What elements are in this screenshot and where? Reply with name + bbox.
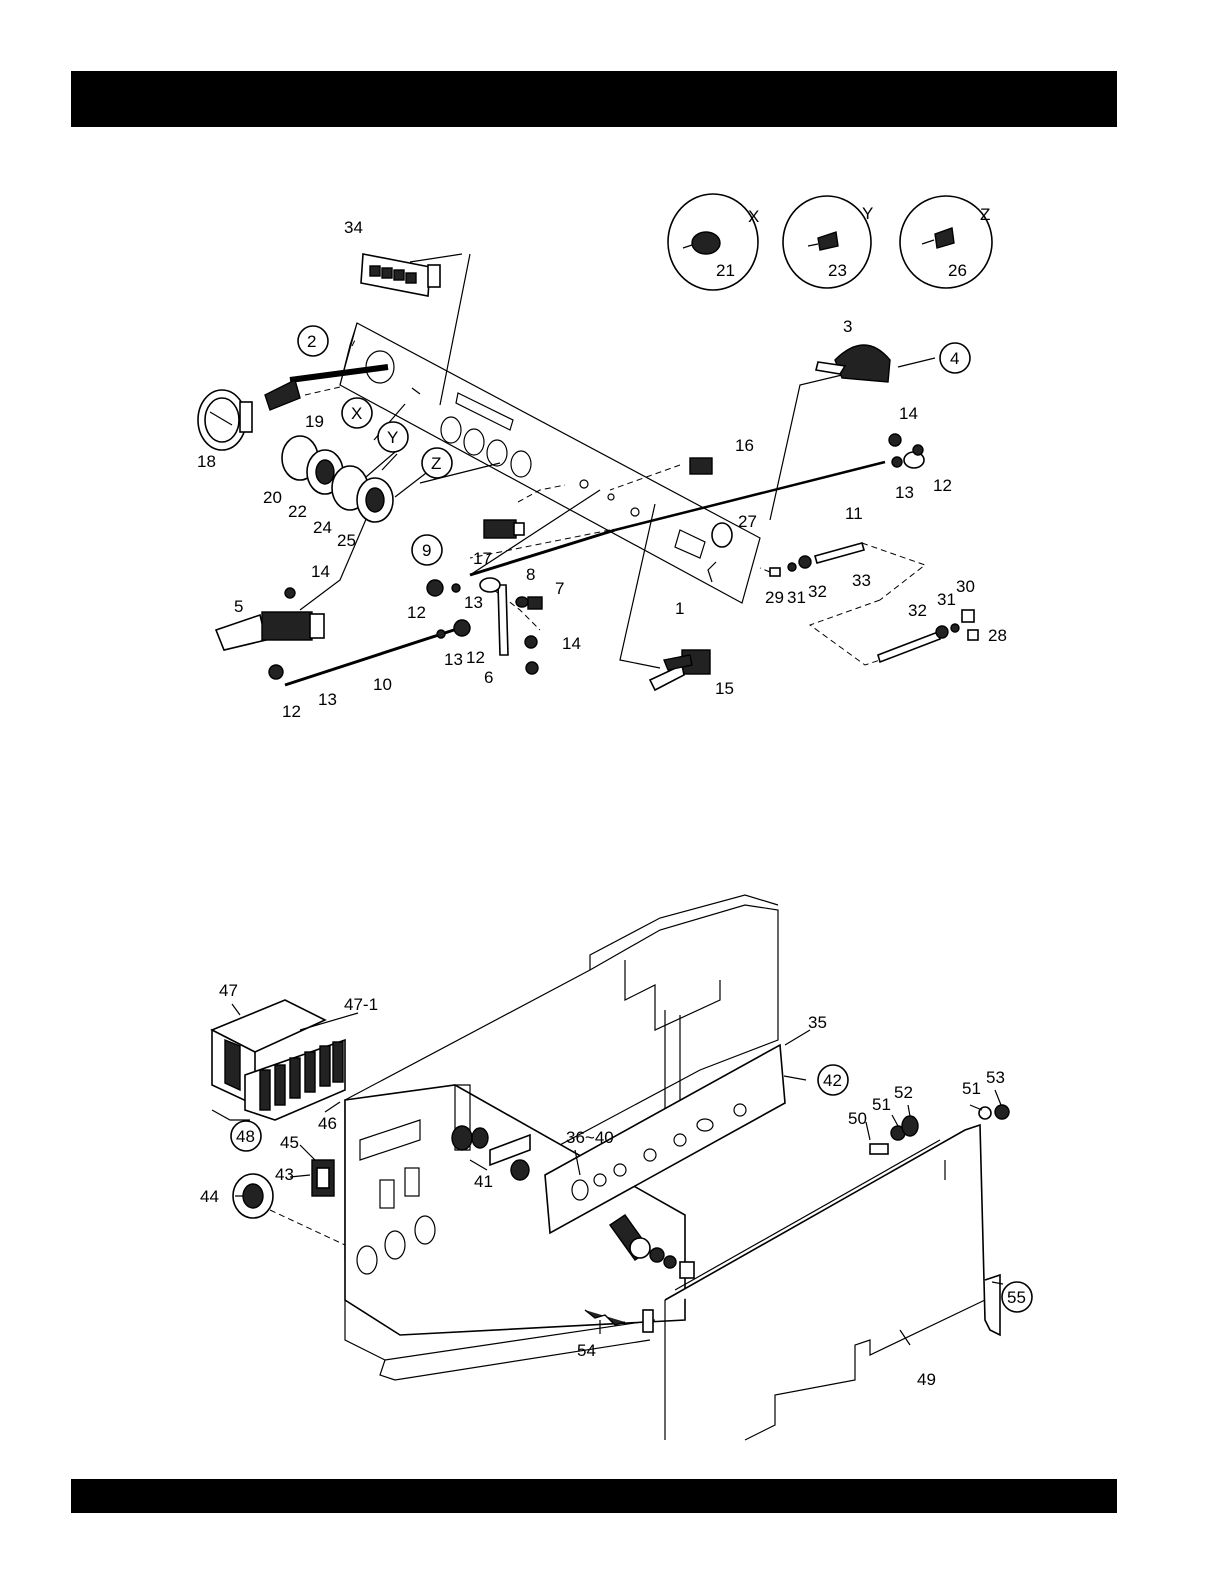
label-44: 44 [200,1187,219,1206]
label-5: 5 [234,597,243,616]
fuse-block-part [361,254,440,296]
label-23: 23 [828,261,847,280]
label-13-mid: 13 [464,593,483,612]
label-28: 28 [988,626,1007,645]
label-20: 20 [263,488,282,507]
label-29: 29 [765,588,784,607]
label-54: 54 [577,1341,596,1360]
label-13-low: 13 [444,650,463,669]
label-12-mid: 12 [407,603,426,622]
label-detail-x: X [748,207,759,226]
label-24: 24 [313,518,332,537]
label-33: 33 [852,571,871,590]
label-9: 9 [422,541,431,560]
label-11: 11 [845,504,863,523]
label-2: 2 [307,332,316,351]
label-18: 18 [197,452,216,471]
label-36-40: 36~40 [566,1128,614,1147]
label-49: 49 [917,1370,936,1389]
label-30: 30 [956,577,975,596]
label-13-bottom: 13 [318,690,337,709]
label-14-mid: 14 [562,634,581,653]
label-y-callout: Y [387,428,398,447]
hour-meter-gauge [198,390,252,450]
label-8: 8 [526,565,535,584]
label-14-left: 14 [311,562,330,581]
label-z-callout: Z [431,454,441,473]
label-7: 7 [555,579,564,598]
label-22: 22 [288,502,307,521]
label-31-right: 31 [937,590,956,609]
label-53: 53 [986,1068,1005,1087]
receptacle-part [312,1160,334,1196]
label-25: 25 [337,531,356,550]
control-panel-diagram: 34 2 18 19 X Y Z 20 22 24 25 14 5 12 13 … [197,194,1007,721]
label-47-1: 47-1 [344,995,378,1014]
label-55: 55 [1007,1288,1026,1307]
label-45: 45 [280,1133,299,1152]
ignition-key-switch [650,650,710,690]
output-panel-plate [345,1085,685,1335]
switch-16-part [690,458,712,474]
outlet-cover-part [816,345,890,382]
switch-17-part [484,520,524,538]
label-47: 47 [219,981,238,1000]
label-6: 6 [484,668,493,687]
label-52: 52 [894,1083,913,1102]
label-19: 19 [305,412,324,431]
label-51-left: 51 [872,1095,891,1114]
output-panel-diagram: 47 47-1 46 45 48 43 44 41 36~40 35 42 50… [200,895,1032,1440]
label-3: 3 [843,317,852,336]
label-12-low: 12 [466,648,485,667]
label-14-right: 14 [899,404,918,423]
label-42: 42 [823,1071,842,1090]
panel-door-part [665,1125,1000,1440]
label-15: 15 [715,679,734,698]
label-43: 43 [275,1165,294,1184]
label-x-callout: X [351,404,362,423]
detail-z [900,196,992,288]
detail-y [783,196,871,288]
label-12-right: 12 [933,476,952,495]
part-27 [708,523,732,582]
label-51-right: 51 [962,1079,981,1098]
label-4: 4 [950,349,959,368]
label-10: 10 [373,675,392,694]
detail-x [668,194,758,290]
label-35: 35 [808,1013,827,1032]
rod-ends-12-14 [889,434,924,468]
label-21: 21 [716,261,735,280]
label-27: 27 [738,512,757,531]
label-31-left: 31 [787,588,806,607]
label-17: 17 [473,549,492,568]
label-46: 46 [318,1114,337,1133]
throttle-control-part [216,588,324,679]
label-16: 16 [735,436,754,455]
label-detail-z: Z [980,205,990,224]
label-50: 50 [848,1109,867,1128]
label-32-right: 32 [908,601,927,620]
label-26: 26 [948,261,967,280]
label-12-bottom: 12 [282,702,301,721]
label-detail-y: Y [862,204,873,223]
label-41: 41 [474,1172,493,1191]
label-32-left: 32 [808,582,827,601]
label-13-right: 13 [895,483,914,502]
label-1: 1 [675,599,684,618]
label-48: 48 [236,1127,255,1146]
label-34: 34 [344,218,363,237]
